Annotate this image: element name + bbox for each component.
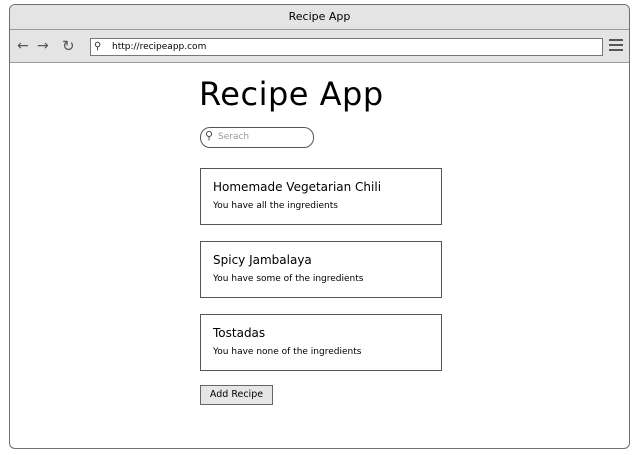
- back-arrow-icon[interactable]: ←: [17, 38, 29, 54]
- recipe-ingredient-status: You have all the ingredients: [213, 201, 338, 211]
- address-bar-url: http://recipeapp.com: [112, 42, 207, 52]
- search-icon: ⚲: [205, 129, 214, 142]
- browser-window: Recipe App ← → ↻ ⚲ http://recipeapp.com …: [9, 4, 630, 449]
- search-input[interactable]: [218, 130, 306, 144]
- hamburger-menu-icon[interactable]: [609, 39, 623, 54]
- recipe-card[interactable]: Spicy Jambalaya You have some of the ing…: [200, 241, 442, 298]
- recipe-card[interactable]: Tostadas You have none of the ingredient…: [200, 314, 442, 371]
- recipe-name: Homemade Vegetarian Chili: [213, 180, 382, 194]
- recipe-name: Tostadas: [213, 326, 266, 340]
- reload-icon[interactable]: ↻: [62, 37, 75, 55]
- search-icon: ⚲: [94, 41, 102, 52]
- page-title: Recipe App: [199, 75, 384, 113]
- recipe-name: Spicy Jambalaya: [213, 253, 312, 267]
- recipe-ingredient-status: You have none of the ingredients: [213, 347, 362, 357]
- address-bar[interactable]: ⚲ http://recipeapp.com: [90, 38, 603, 56]
- recipe-ingredient-status: You have some of the ingredients: [213, 274, 364, 284]
- window-title: Recipe App: [10, 5, 629, 30]
- search-box[interactable]: ⚲: [200, 127, 314, 148]
- browser-toolbar: ← → ↻ ⚲ http://recipeapp.com: [10, 30, 629, 63]
- add-recipe-button[interactable]: Add Recipe: [200, 385, 273, 405]
- recipe-card[interactable]: Homemade Vegetarian Chili You have all t…: [200, 168, 442, 225]
- forward-arrow-icon[interactable]: →: [37, 38, 49, 54]
